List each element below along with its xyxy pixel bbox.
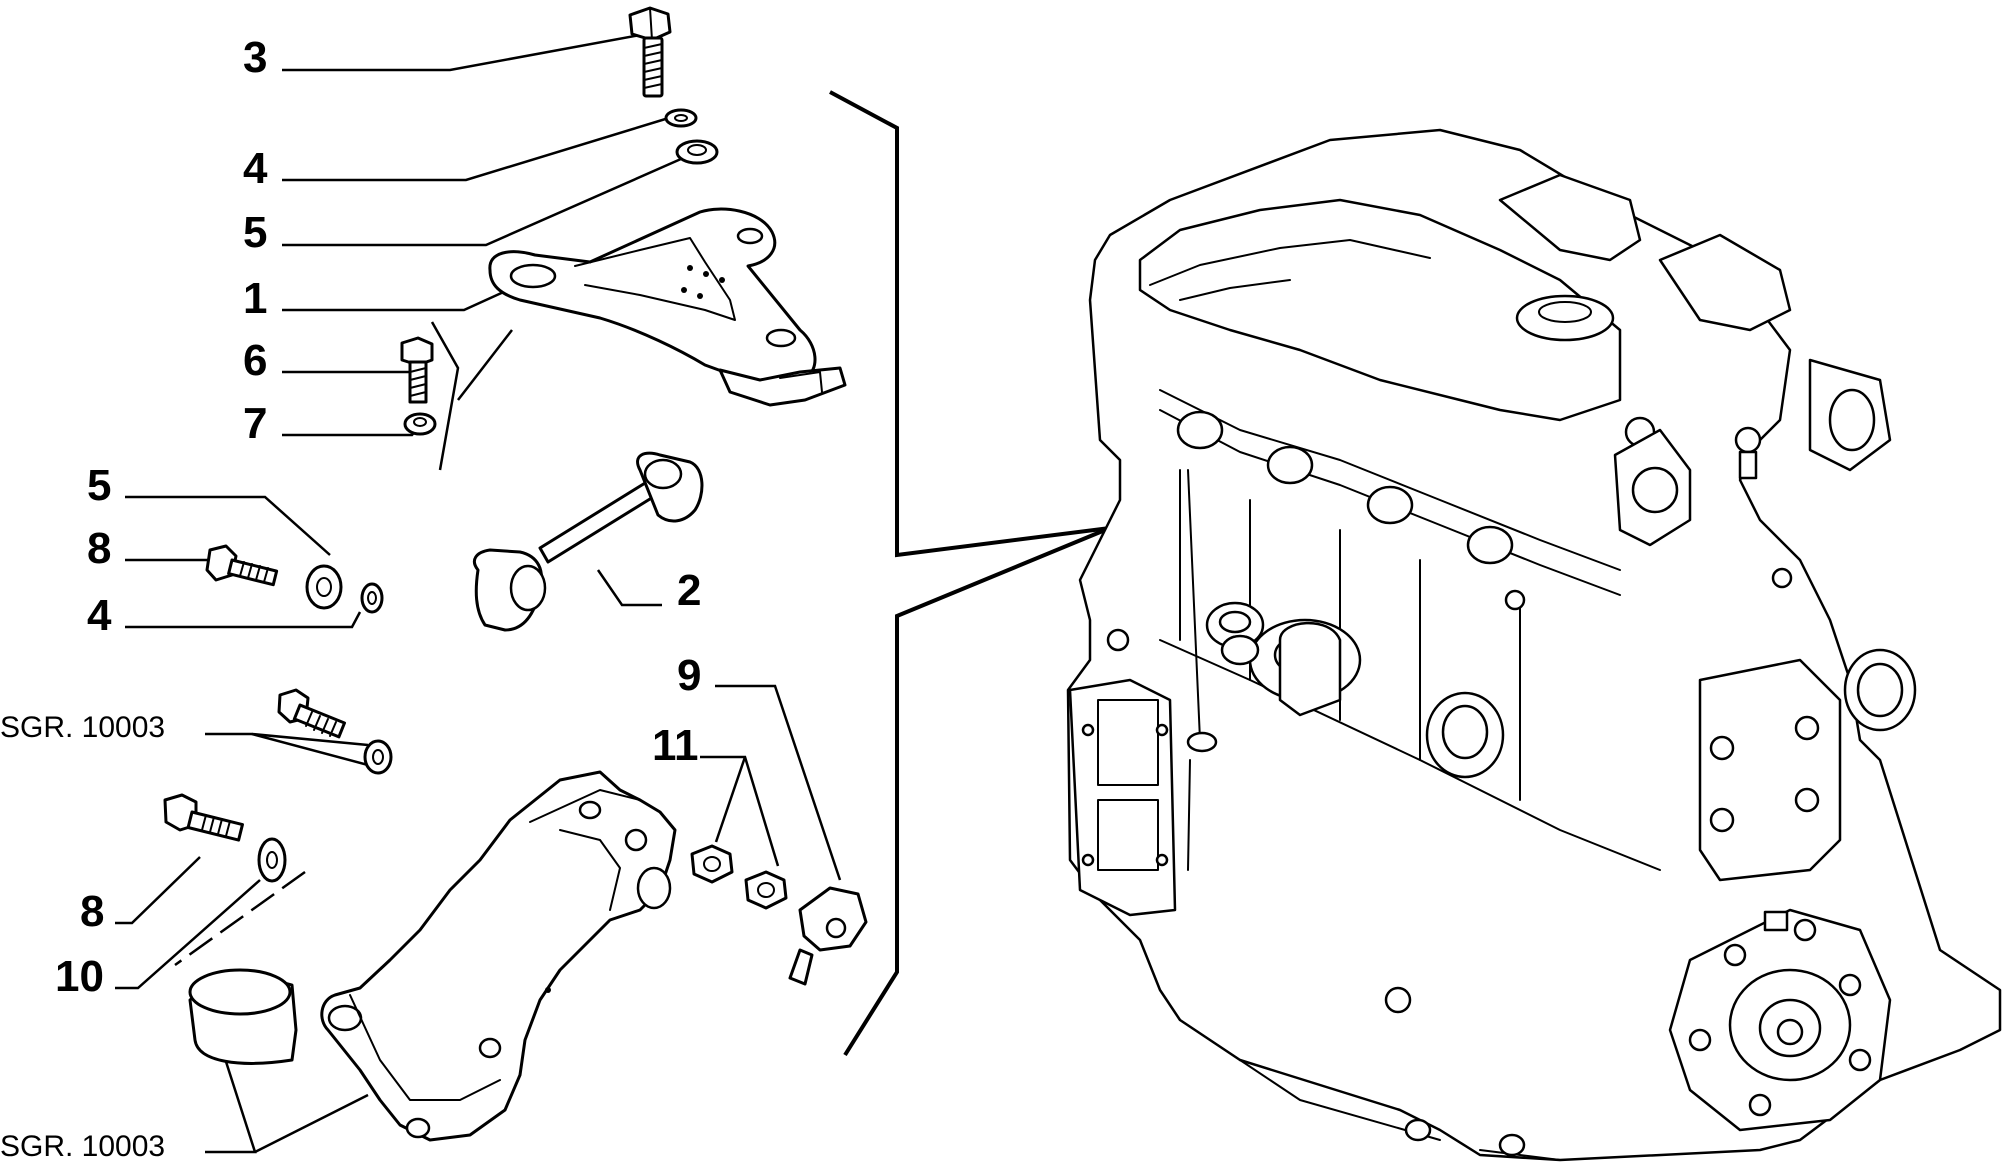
mounting-bracket-part-1 [488, 207, 847, 407]
sgr-reference-bottom: SGR. 10003 [0, 1130, 165, 1163]
flat-washer-part-5 [675, 139, 719, 165]
washer-part-5-lower [305, 564, 343, 610]
callout-6: 6 [243, 336, 267, 385]
callout-4-lower: 4 [87, 591, 112, 640]
callout-2: 2 [677, 566, 701, 615]
leader-lines [115, 33, 1111, 1154]
callout-8-lower: 8 [80, 887, 104, 936]
bolt-sgr-reference [277, 688, 393, 775]
spacer-sleeve [188, 968, 298, 1065]
spring-washer-part-4-lower [360, 582, 384, 614]
callout-4: 4 [243, 144, 268, 193]
sgr-reference-top: SGR. 10003 [0, 711, 165, 744]
callout-1: 1 [243, 274, 267, 323]
engine-assembly [1066, 128, 2002, 1162]
bolt-part-3 [628, 6, 672, 98]
nut-part-11-b [744, 870, 788, 910]
callout-labels: 3 4 5 1 6 7 5 8 4 2 9 11 8 10 SGR. 10003… [0, 33, 701, 1163]
spring-washer-part-4 [664, 108, 698, 128]
callout-5: 5 [243, 208, 267, 257]
washer-part-10 [257, 837, 287, 883]
bolt-part-6 [400, 336, 434, 404]
callout-10: 10 [55, 952, 104, 1001]
support-bracket [320, 770, 677, 1142]
bolt-part-8-lower [163, 793, 244, 842]
reaction-rod-part-2 [473, 451, 704, 632]
nut-part-11-a [690, 844, 734, 884]
callout-3: 3 [243, 33, 267, 82]
washer-part-7 [403, 412, 437, 436]
callout-7: 7 [243, 399, 267, 448]
callout-11: 11 [652, 721, 699, 770]
callout-5-lower: 5 [87, 461, 111, 510]
callout-9: 9 [677, 651, 701, 700]
callout-8: 8 [87, 524, 111, 573]
bolt-part-8 [205, 544, 279, 587]
cage-nut-part-9 [788, 886, 868, 986]
